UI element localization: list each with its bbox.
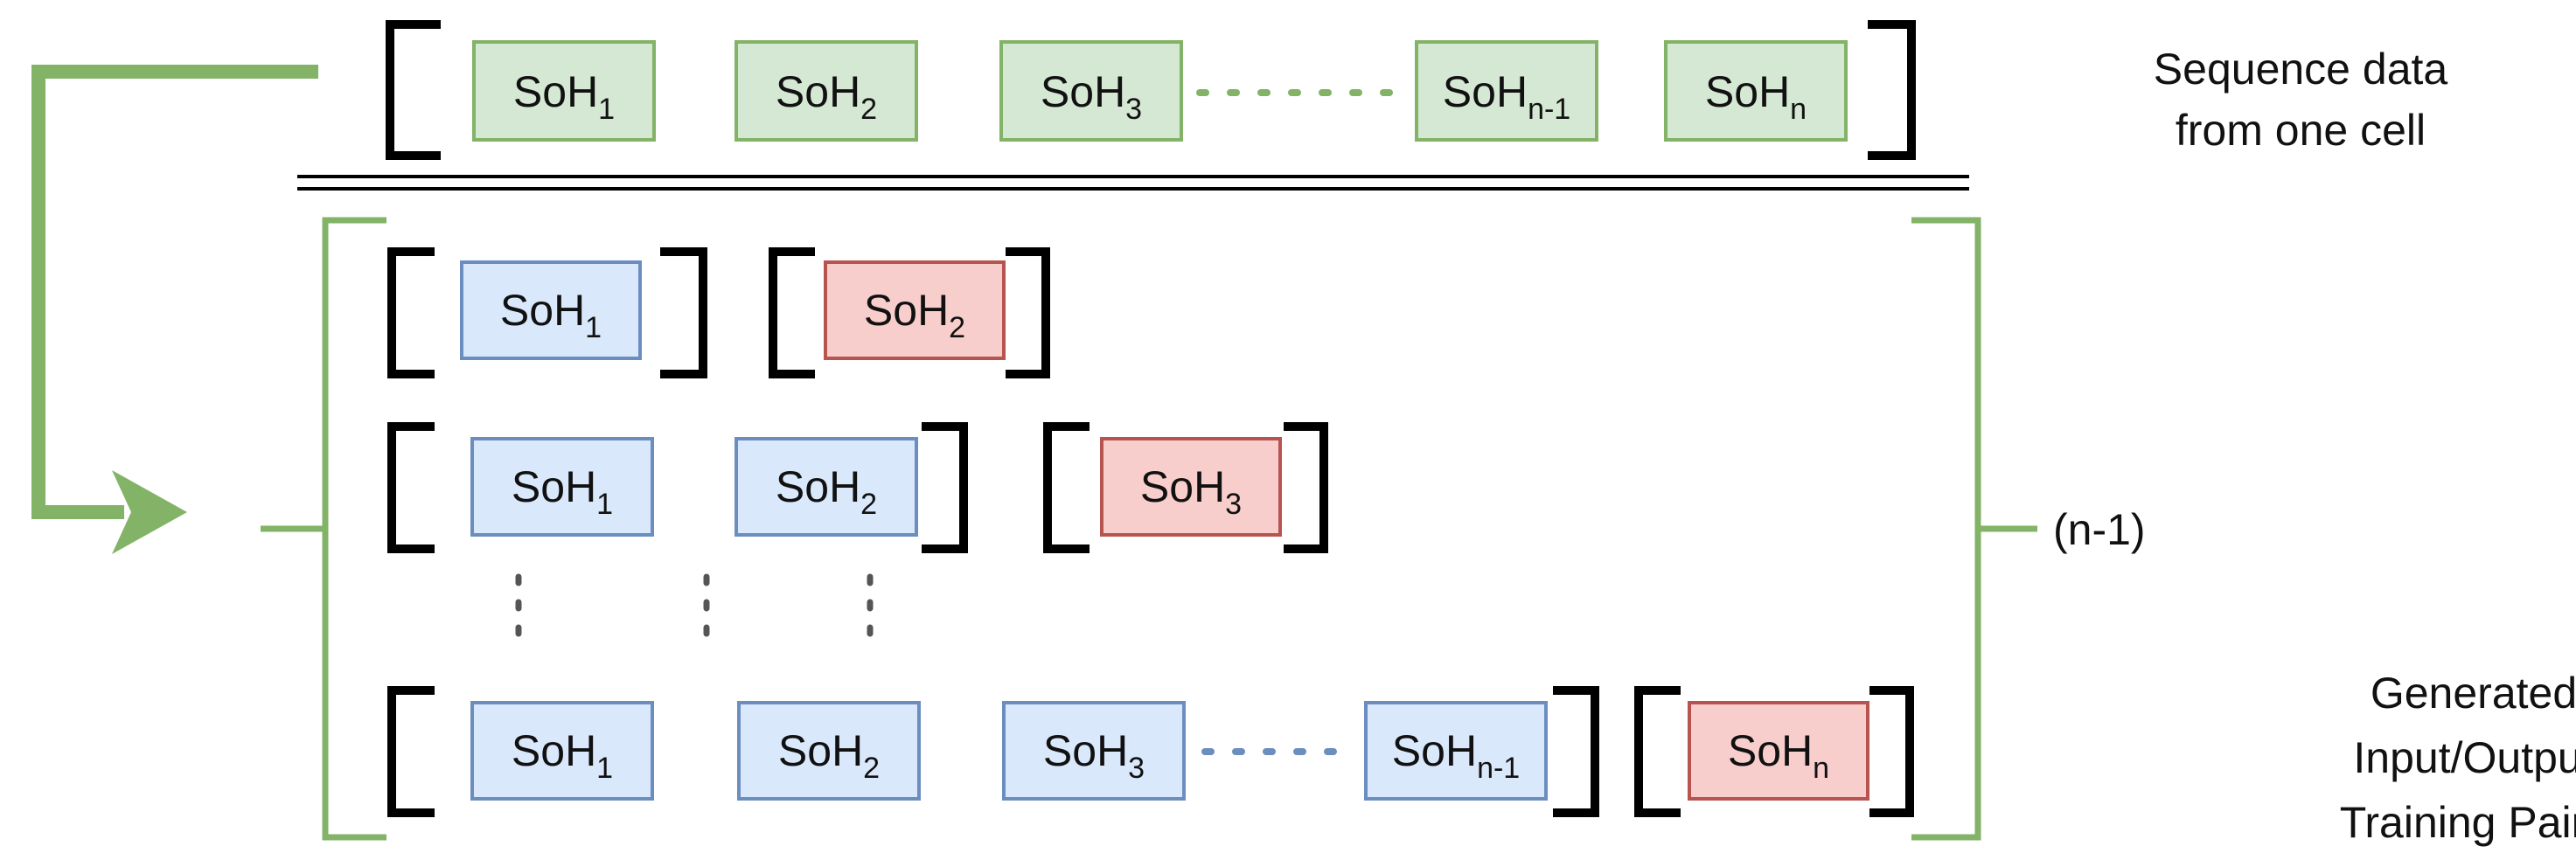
sequence-caption-line-1: Sequence data (2154, 45, 2448, 94)
pair1-input-right-bracket (660, 247, 707, 378)
pair2-input-box-soh-1: SoH1 (470, 437, 654, 537)
sequence-right-bracket (1868, 20, 1916, 160)
svg-text:SoHn: SoHn (1705, 67, 1807, 126)
svg-text:SoH2: SoH2 (776, 462, 877, 521)
svg-text:SoH1: SoH1 (513, 67, 615, 126)
vertical-continuation-dots (515, 573, 874, 655)
pairn-input-box-soh-3: SoH3 (1002, 701, 1186, 801)
pair1-output-right-bracket (1006, 247, 1050, 378)
svg-text:SoH1: SoH1 (500, 286, 602, 344)
svg-text:SoH2: SoH2 (776, 67, 877, 126)
pair1-input-box-soh-1: SoH1 (460, 260, 642, 360)
pairn-input-left-bracket (387, 686, 435, 817)
svg-text:SoH2: SoH2 (778, 726, 880, 785)
generated-caption: Generated Input/Output Training Pairs (2340, 669, 2576, 847)
sequence-box-soh-3: SoH3 (999, 40, 1183, 142)
pair2-output-left-bracket (1043, 422, 1090, 553)
pair2-input-left-bracket (387, 422, 435, 553)
pair-count-label: (n-1) (2053, 505, 2146, 554)
svg-text:SoH1: SoH1 (512, 726, 613, 785)
generated-caption-line-2: Input/Output (2353, 733, 2576, 782)
feed-arrow (31, 65, 318, 554)
pair2-input-box-soh-2: SoH2 (735, 437, 918, 537)
pair-row-n: SoH1 SoH2 SoH3 SoHn-1 SoHn (387, 686, 1914, 817)
pairs-group-bracket (261, 217, 2037, 841)
sequence-row: SoH1 SoH2 SoH3 SoHn-1 SoHn (386, 20, 1916, 160)
svg-text:SoHn-1: SoHn-1 (1392, 726, 1520, 785)
pairn-input-box-soh-2: SoH2 (737, 701, 921, 801)
pair1-output-box-soh-2: SoH2 (824, 260, 1006, 360)
pair1-output-left-bracket (769, 247, 815, 378)
pairs-group-right-bracket (1911, 217, 1981, 841)
pair-row-2: SoH1 SoH2 SoH3 (387, 422, 1328, 553)
svg-text:SoH3: SoH3 (1041, 67, 1142, 126)
svg-text:SoHn-1: SoHn-1 (1443, 67, 1570, 126)
sequence-caption: Sequence data from one cell (2154, 45, 2448, 155)
svg-text:SoH1: SoH1 (512, 462, 613, 521)
sequence-left-bracket (386, 20, 441, 160)
pairn-output-right-bracket (1869, 686, 1914, 817)
sequence-box-soh-2: SoH2 (735, 40, 918, 142)
svg-text:SoH2: SoH2 (864, 286, 965, 344)
pairn-input-box-soh-n-minus-1: SoHn-1 (1364, 701, 1548, 801)
pairn-output-box-soh-n: SoHn (1688, 701, 1869, 801)
sequence-box-soh-n: SoHn (1664, 40, 1848, 142)
pairn-output-left-bracket (1634, 686, 1681, 817)
feed-arrow-head (112, 470, 187, 554)
pairs-group-left-bracket (322, 217, 386, 841)
sequence-caption-line-2: from one cell (2176, 106, 2426, 155)
generated-caption-line-1: Generated (2371, 669, 2576, 718)
pair1-input-left-bracket (387, 247, 435, 378)
pair2-output-box-soh-3: SoH3 (1100, 437, 1282, 537)
separator-double-line (297, 175, 1969, 191)
pair-row-1: SoH1 SoH2 (387, 247, 1050, 378)
sequence-box-soh-n-minus-1: SoHn-1 (1415, 40, 1598, 142)
pair2-input-right-bracket (922, 422, 968, 553)
svg-text:SoH3: SoH3 (1140, 462, 1242, 521)
generated-caption-line-3: Training Pairs (2340, 798, 2576, 847)
pairn-input-box-soh-1: SoH1 (470, 701, 654, 801)
svg-text:SoH3: SoH3 (1043, 726, 1145, 785)
svg-text:SoHn: SoHn (1728, 726, 1829, 785)
sequence-box-soh-1: SoH1 (472, 40, 656, 142)
pair2-output-right-bracket (1284, 422, 1328, 553)
pairn-input-right-bracket (1553, 686, 1599, 817)
